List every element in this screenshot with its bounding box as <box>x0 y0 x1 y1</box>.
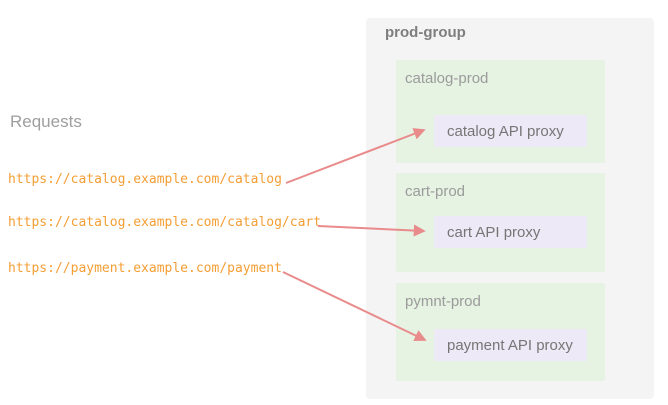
environment-label-cart-prod: cart-prod <box>405 183 466 200</box>
proxy-label-payment: payment API proxy <box>447 336 573 354</box>
proxy-box-payment: payment API proxy <box>434 329 587 361</box>
environment-label-pymnt-prod: pymnt-prod <box>405 293 481 310</box>
proxy-box-catalog: catalog API proxy <box>434 115 587 147</box>
environment-label-catalog-prod: catalog-prod <box>405 70 489 87</box>
environment-box-catalog-prod: catalog-prod catalog API proxy <box>396 60 605 163</box>
request-url-payment: https://payment.example.com/payment <box>8 261 282 276</box>
environment-box-cart-prod: cart-prod cart API proxy <box>396 173 605 272</box>
proxy-label-cart: cart API proxy <box>447 223 541 241</box>
request-url-catalog: https://catalog.example.com/catalog <box>8 172 282 187</box>
requests-heading: Requests <box>10 112 82 131</box>
request-url-cart: https://catalog.example.com/catalog/cart <box>8 215 322 230</box>
prod-group-label: prod-group <box>385 24 466 41</box>
environment-box-pymnt-prod: pymnt-prod payment API proxy <box>396 283 605 381</box>
proxy-label-catalog: catalog API proxy <box>447 122 564 140</box>
proxy-box-cart: cart API proxy <box>434 216 587 248</box>
prod-group-panel: prod-group catalog-prod catalog API prox… <box>366 18 654 399</box>
